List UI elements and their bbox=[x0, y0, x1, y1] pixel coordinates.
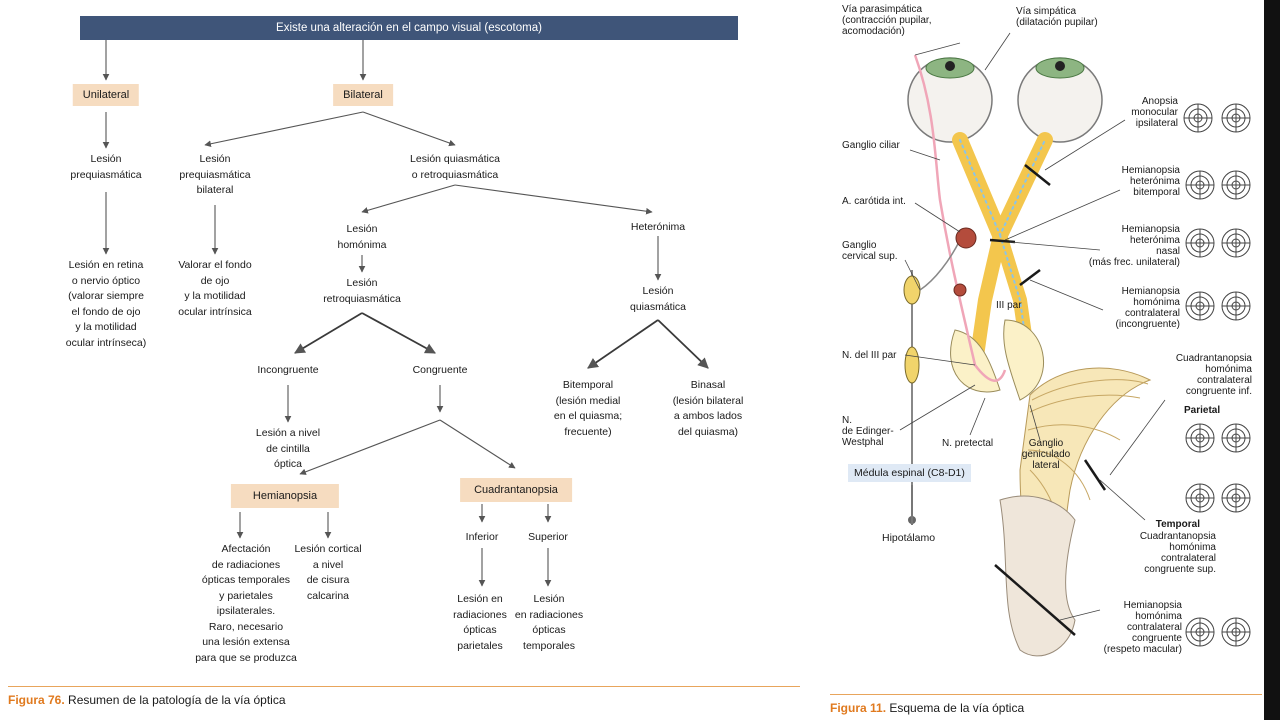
node-cintilla: Lesión a nivel de cintilla óptica bbox=[255, 427, 321, 470]
lesion-markers bbox=[989, 164, 1107, 636]
right-eye bbox=[1017, 57, 1103, 143]
caption-left-label: Figura 76. bbox=[8, 693, 65, 707]
node-retina-nervio: Lesión en retina o nervio óptico (valora… bbox=[65, 259, 147, 349]
node-cuadrantanopsia: Cuadrantanopsia bbox=[460, 478, 572, 502]
label-geniculado: Ganglio geniculado lateral bbox=[1021, 438, 1071, 471]
label-carotida: A. carótida int. bbox=[842, 196, 906, 207]
node-congruente: Congruente bbox=[412, 364, 468, 376]
label-edinger: N. de Edinger- Westphal bbox=[842, 415, 894, 448]
caption-left-text: Resumen de la patología de la vía óptica bbox=[64, 693, 286, 707]
caption-right-text: Esquema de la vía óptica bbox=[886, 701, 1025, 715]
label-parasimpatica: Vía parasimpática (contracción pupilar, … bbox=[842, 4, 932, 37]
node-rad-parietales: Lesión en radiaciones ópticas parietales bbox=[453, 593, 507, 652]
flowchart-header: Existe una alteración en el campo visual… bbox=[80, 16, 738, 40]
node-inferior: Inferior bbox=[465, 531, 499, 543]
node-bilateral: Bilateral bbox=[333, 84, 393, 106]
optic-pathway-illustration bbox=[899, 32, 1251, 657]
label-simpatica: Vía simpática (dilatación pupilar) bbox=[1016, 6, 1098, 28]
carotid-artery bbox=[953, 227, 977, 297]
label-parietal: Parietal bbox=[1184, 405, 1221, 416]
node-rad-temporales: Lesión en radiaciones ópticas temporales bbox=[514, 593, 584, 652]
label-ganglio-ciliar: Ganglio ciliar bbox=[842, 140, 900, 151]
label-hemi-nasal: Hemianopsia heterónima nasal (más frec. … bbox=[1088, 224, 1180, 268]
node-valorar-fondo: Valorar el fondo de ojo y la motilidad o… bbox=[178, 259, 252, 318]
node-heteronima: Heterónima bbox=[630, 221, 686, 233]
node-binasal: Binasal (lesión bilateral a ambos lados … bbox=[672, 379, 744, 438]
node-unilateral: Unilateral bbox=[72, 84, 140, 106]
caption-right-label: Figura 11. bbox=[830, 701, 887, 715]
label-cuad-sup: Cuadrantanopsia homónima contralateral c… bbox=[1139, 531, 1216, 575]
leader-lines bbox=[899, 32, 1166, 621]
node-superior: Superior bbox=[528, 531, 568, 543]
node-cortical: Lesión cortical a nivel de cisura calcar… bbox=[294, 543, 362, 602]
label-temporal: Temporal bbox=[1155, 519, 1200, 530]
node-incongruente: Incongruente bbox=[257, 364, 319, 376]
node-prequiasmatica-bilateral: Lesión prequiasmática bilateral bbox=[179, 153, 251, 196]
midbrain bbox=[950, 319, 1044, 401]
label-hemi-congruente: Hemianopsia homónima contralateral congr… bbox=[1103, 600, 1182, 655]
node-afectacion: Afectación de radiaciones ópticas tempor… bbox=[195, 543, 297, 664]
node-hemianopsia: Hemianopsia bbox=[230, 484, 340, 508]
node-quiasmatica-retro: Lesión quiasmática o retroquiasmática bbox=[410, 153, 500, 181]
occipital-cortex bbox=[999, 495, 1076, 657]
label-hemi-incongruente: Hemianopsia homónima contralateral (inco… bbox=[1115, 286, 1180, 330]
node-quiasmatica: Lesión quiasmática bbox=[629, 285, 687, 313]
label-n-iii-par: N. del III par bbox=[842, 350, 897, 361]
caption-right: Figura 11. Esquema de la vía óptica bbox=[830, 701, 1024, 715]
parasympathetic-pathway bbox=[913, 54, 1007, 382]
label-cuad-inf: Cuadrantanopsia homónima contralateral c… bbox=[1175, 353, 1252, 397]
right-edge-bar bbox=[1264, 0, 1280, 720]
caption-rule-right bbox=[830, 694, 1262, 695]
label-medula-espinal: Médula espinal (C8-D1) bbox=[848, 464, 971, 482]
label-hipotalamo: Hipotálamo bbox=[882, 532, 936, 544]
label-anopsia: Anopsia monocular ipsilateral bbox=[1131, 96, 1178, 129]
label-ganglio-cervical: Ganglio cervical sup. bbox=[842, 240, 898, 262]
visual-field-icons bbox=[1183, 103, 1251, 647]
label-iii-par: III par bbox=[996, 300, 1022, 311]
node-prequiasmatica: Lesión prequiasmática bbox=[70, 153, 142, 181]
caption-rule-left bbox=[8, 686, 800, 687]
node-homonima: Lesión homónima bbox=[337, 223, 387, 251]
caption-left: Figura 76. Resumen de la patología de la… bbox=[8, 693, 286, 707]
node-retroquiasmatica: Lesión retroquiasmática bbox=[323, 277, 401, 305]
left-eye bbox=[907, 57, 993, 143]
label-pretectal: N. pretectal bbox=[942, 438, 994, 449]
node-bitemporal: Bitemporal (lesión medial en el quiasma;… bbox=[553, 379, 623, 438]
label-hemi-bitemporal: Hemianopsia heterónima bitemporal bbox=[1121, 165, 1180, 198]
